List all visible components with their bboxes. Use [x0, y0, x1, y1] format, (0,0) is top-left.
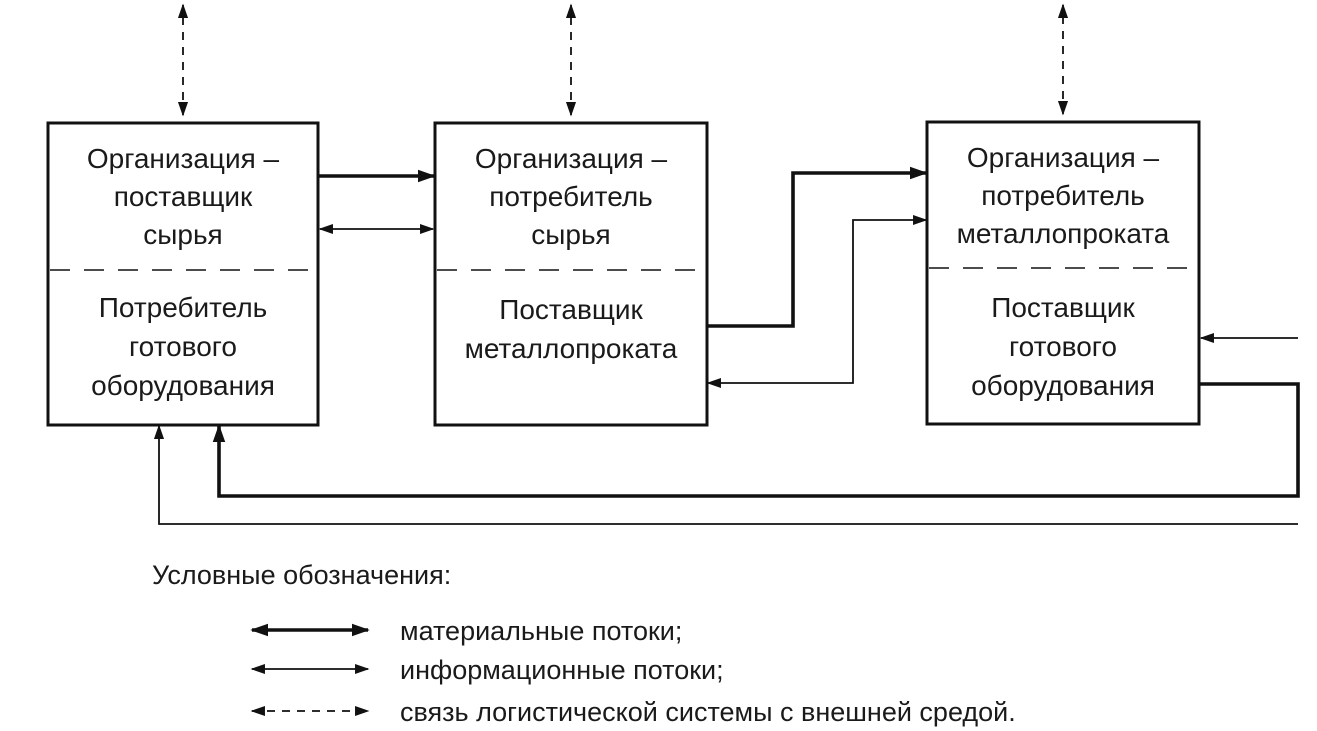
box-top-line: потребитель — [489, 181, 653, 212]
box-top-line: сырья — [143, 219, 222, 250]
organization-box-1: Организация – поставщик сырья Потребител… — [46, 121, 320, 427]
box-bottom-line: готового — [1009, 331, 1117, 362]
legend-title: Условные обозначения: — [152, 560, 451, 590]
box-frame — [925, 120, 1201, 426]
legend-material-label: материальные потоки; — [400, 616, 682, 646]
information-flow-return — [153, 424, 1298, 525]
box-bottom-line: оборудования — [91, 370, 275, 401]
box-top-line: потребитель — [981, 180, 1145, 211]
legend: Условные обозначения: материальные поток… — [152, 560, 1016, 727]
organization-box-3: Организация – потребитель металлопроката… — [925, 120, 1201, 426]
box-bottom-line: оборудования — [971, 370, 1155, 401]
box-top-line: сырья — [531, 219, 610, 250]
information-flow-box2-box3 — [706, 214, 928, 389]
organization-box-2: Организация – потребитель сырья Поставщи… — [433, 121, 709, 427]
material-flow-metal-products — [707, 166, 928, 328]
box-bottom-line: Потребитель — [99, 292, 268, 323]
box-top-line: металлопроката — [957, 218, 1170, 249]
box-bottom-line: готового — [129, 331, 237, 362]
box-bottom-line: Поставщик — [499, 294, 643, 325]
box-bottom-line: металлопроката — [465, 333, 678, 364]
box-bottom-line: Поставщик — [991, 292, 1135, 323]
box-top-line: поставщик — [114, 181, 253, 212]
legend-information-label: информационные потоки; — [400, 655, 724, 685]
material-flow-equipment — [212, 382, 1300, 498]
box-frame — [433, 121, 709, 427]
legend-external-label: связь логистической системы с внешней ср… — [400, 697, 1016, 727]
box-frame — [46, 121, 320, 427]
box-top-line: Организация – — [87, 143, 280, 174]
box-top-line: Организация – — [475, 143, 668, 174]
box-top-line: Организация – — [967, 142, 1160, 173]
